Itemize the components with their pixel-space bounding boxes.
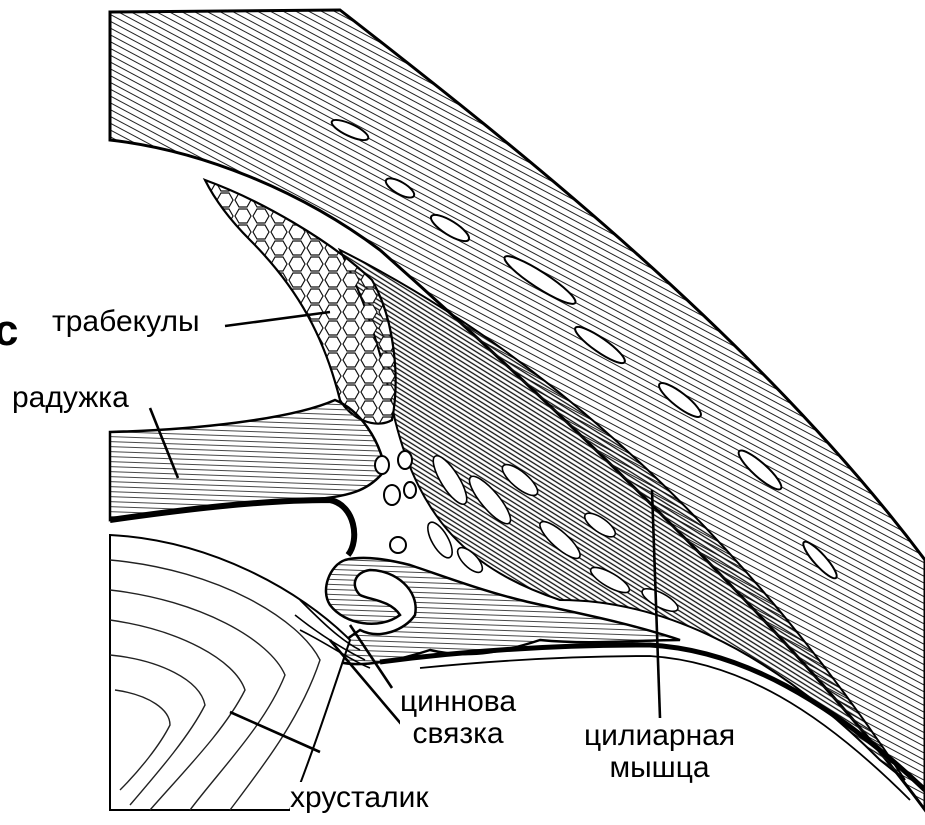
angle-vessels bbox=[375, 451, 416, 553]
label-zinn-line2: связка bbox=[400, 718, 516, 750]
edge-fragment: c bbox=[0, 306, 18, 356]
label-zinn-ligament: циннова связка bbox=[400, 686, 516, 749]
label-zinn-line1: циннова bbox=[400, 686, 516, 718]
label-ciliary-muscle: цилиарная мышца bbox=[584, 720, 735, 783]
label-iris: радужка bbox=[12, 382, 129, 414]
lens bbox=[110, 535, 350, 810]
label-lens: хрусталик bbox=[290, 782, 429, 814]
label-ciliary-line2: мышца bbox=[584, 752, 735, 784]
label-ciliary-line1: цилиарная bbox=[584, 720, 735, 752]
label-trabecula: трабекулы bbox=[52, 306, 200, 338]
